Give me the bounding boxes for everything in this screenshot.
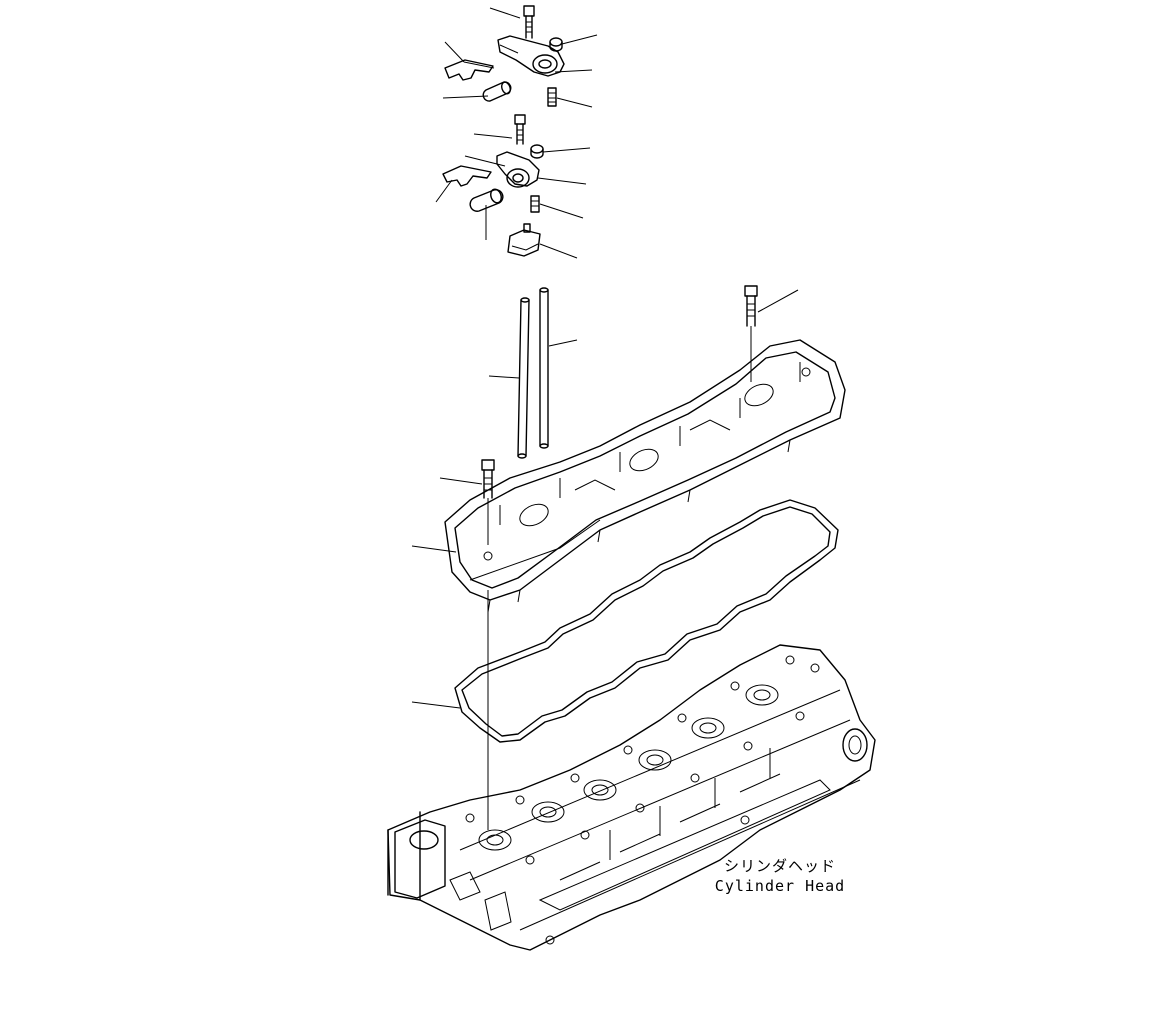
- leader-lines: [411, 7, 799, 709]
- push-rod-1: [517, 297, 530, 459]
- rocker-housing: [444, 339, 846, 830]
- cover-bolt-right: [744, 285, 758, 382]
- cylinder-head: [387, 644, 876, 951]
- lower-adjust-screw: [530, 195, 540, 213]
- caption-japanese: シリンダヘッド: [723, 857, 836, 875]
- upper-adjust-screw: [547, 87, 557, 107]
- upper-bridge: [444, 59, 494, 81]
- caption-english: Cylinder Head: [714, 877, 846, 895]
- upper-bolt: [523, 5, 535, 39]
- upper-shaft: [482, 81, 512, 102]
- lower-shaft: [469, 188, 504, 212]
- push-rod-2: [539, 287, 549, 449]
- lower-bridge: [442, 165, 492, 187]
- housing-gasket: [454, 499, 839, 743]
- lower-nut: [530, 144, 544, 159]
- crosshead: [507, 223, 541, 257]
- lower-bolt: [514, 114, 526, 145]
- lower-rocker-arm: [496, 151, 540, 188]
- upper-rocker-arm: [497, 35, 565, 77]
